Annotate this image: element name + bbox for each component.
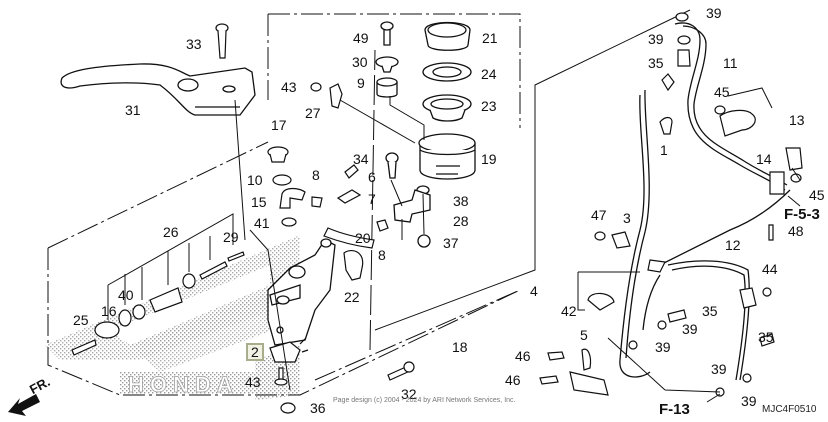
callout-9[interactable]: 9 [357,75,365,91]
callout-31[interactable]: 31 [125,102,141,118]
f13-arrow [706,393,721,403]
callout-34[interactable]: 34 [353,151,369,167]
callout-42[interactable]: 42 [561,303,577,319]
callout-44[interactable]: 44 [762,261,778,277]
callout-39-b[interactable]: 39 [648,31,664,47]
clamp-27 [310,82,343,109]
callout-17[interactable]: 17 [271,117,287,133]
callout-19[interactable]: 19 [481,151,497,167]
callout-37[interactable]: 37 [443,235,459,251]
callout-29[interactable]: 29 [223,229,239,245]
callout-3[interactable]: 3 [623,210,631,226]
callout-46-a[interactable]: 46 [515,348,531,364]
brake-switch [269,337,309,414]
callout-28[interactable]: 28 [453,213,469,229]
pivot-bolt [215,23,229,59]
brake-hoses [619,22,791,381]
callout-35-right[interactable]: 35 [758,329,774,345]
callout-18[interactable]: 18 [452,339,468,355]
front-direction-arrow [8,394,40,416]
callout-14[interactable]: 14 [756,151,772,167]
piston-set [71,251,245,356]
bolt-32 [387,361,415,381]
callout-39-e[interactable]: 39 [711,361,727,377]
callout-2-highlighted[interactable]: 2 [246,343,264,361]
callout-26[interactable]: 26 [163,224,179,240]
callout-12[interactable]: 12 [725,237,741,253]
callout-6[interactable]: 6 [368,169,376,185]
callout-48[interactable]: 48 [788,223,804,239]
callout-45-b[interactable]: 45 [809,187,825,203]
callout-8-mid[interactable]: 8 [378,247,386,263]
callout-27[interactable]: 27 [305,105,321,121]
small-parts [267,146,389,281]
callout-35-mid[interactable]: 35 [702,303,718,319]
callout-16[interactable]: 16 [101,303,117,319]
brake-lever [60,63,256,116]
callout-8-top[interactable]: 8 [312,167,320,183]
leader-lines-right [577,87,801,393]
callout-23[interactable]: 23 [481,98,497,114]
callout-47[interactable]: 47 [591,207,607,223]
callout-32[interactable]: 32 [401,386,417,402]
callout-1[interactable]: 1 [660,142,668,158]
svg-text:HONDA: HONDA [128,372,239,397]
f53-arrow [787,195,801,207]
callout-7[interactable]: 7 [368,191,376,207]
callout-39-f[interactable]: 39 [741,393,757,409]
callout-21[interactable]: 21 [482,30,498,46]
callout-33[interactable]: 33 [186,36,202,52]
callout-43-bottom[interactable]: 43 [245,374,261,390]
reference-link-f-13[interactable]: F-13 [659,401,690,418]
reservoir-parts [375,21,476,248]
callout-41[interactable]: 41 [254,215,270,231]
callout-10[interactable]: 10 [247,172,263,188]
callout-39-c[interactable]: 39 [682,321,698,337]
callout-38[interactable]: 38 [453,193,469,209]
callout-20[interactable]: 20 [355,230,371,246]
callout-40[interactable]: 40 [118,287,134,303]
callout-4[interactable]: 4 [530,283,538,299]
callout-24[interactable]: 24 [481,66,497,82]
callout-11[interactable]: 11 [723,55,738,71]
callout-36[interactable]: 36 [310,400,326,416]
diagram-code: MJC4F0510 [762,404,817,415]
piston-brackets [107,99,291,391]
callout-5[interactable]: 5 [580,327,588,343]
callout-13[interactable]: 13 [789,112,805,128]
callout-43-top[interactable]: 43 [281,79,297,95]
callout-22[interactable]: 22 [344,289,360,305]
copyright-text: Page design (c) 2004 - 2024 by ARI Netwo… [333,397,516,404]
callout-15[interactable]: 15 [251,194,267,210]
group-boundaries [47,9,691,396]
reference-link-f-5-3[interactable]: F-5-3 [784,206,820,223]
callout-39-a[interactable]: 39 [706,5,722,21]
callout-30[interactable]: 30 [352,54,368,70]
callout-35-top[interactable]: 35 [648,55,664,71]
hose-fittings [539,12,803,397]
leader-lines-top [339,96,425,240]
callout-25[interactable]: 25 [73,312,89,328]
callout-46-b[interactable]: 46 [505,372,521,388]
callout-45-a[interactable]: 45 [714,84,730,100]
master-cylinder-body [267,238,336,346]
callout-49[interactable]: 49 [353,30,369,46]
callout-39-d[interactable]: 39 [655,339,671,355]
